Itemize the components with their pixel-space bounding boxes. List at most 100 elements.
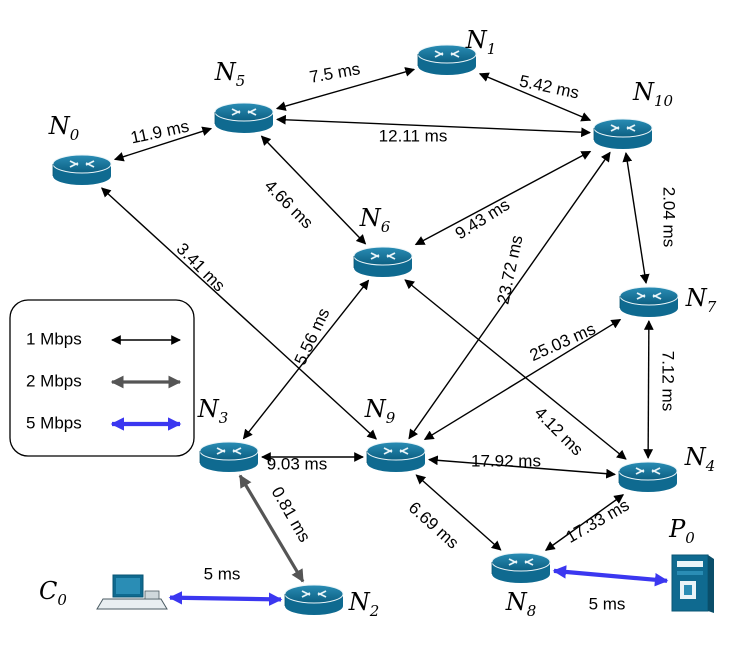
router-icon xyxy=(214,102,274,133)
legend-item-label: 1 Mbps xyxy=(26,329,82,348)
link-latency-label: 2.04 ms xyxy=(660,187,679,247)
link-N3-N9: 9.03 ms xyxy=(261,452,364,473)
link-latency-label: 17.33 ms xyxy=(562,495,632,546)
node-label-subscript: 5 xyxy=(236,72,246,90)
node-N7: N7 xyxy=(619,284,717,317)
link-latency-label: 11.9 ms xyxy=(129,117,191,148)
node-label: N4 xyxy=(684,443,716,475)
legend-item-label: 2 Mbps xyxy=(26,371,82,390)
node-label-subscript: 0 xyxy=(70,126,80,144)
link-line xyxy=(113,126,213,162)
node-label: N5 xyxy=(214,58,246,90)
link-line xyxy=(168,591,283,606)
link-line xyxy=(544,494,625,551)
link-latency-label: 9.43 ms xyxy=(452,195,513,243)
computer-icon xyxy=(96,574,168,610)
node-label-letter: P xyxy=(668,515,686,543)
node-label-letter: N xyxy=(48,112,71,140)
node-label-subscript: 3 xyxy=(219,409,229,427)
legend-item-5mbps: 5 Mbps xyxy=(26,413,182,432)
link-latency-label: 5 ms xyxy=(204,564,241,583)
link-N9-N8: 6.69 ms xyxy=(405,474,502,553)
node-N4: N4 xyxy=(618,443,716,492)
link-latency-label: 5 ms xyxy=(589,594,626,613)
link-latency-label: 7.5 ms xyxy=(308,59,362,87)
legend-item-1mbps: 1 Mbps xyxy=(26,329,181,348)
router-icon xyxy=(52,154,112,185)
link-latency-label: 3.41 ms xyxy=(173,239,229,295)
link-line xyxy=(238,474,305,583)
link-line xyxy=(415,474,502,551)
node-label-subscript: 7 xyxy=(707,298,717,316)
link-latency-label: 7.12 ms xyxy=(659,351,678,411)
node-label-letter: N xyxy=(505,588,528,616)
router-icon xyxy=(619,286,679,317)
link-line xyxy=(242,279,370,440)
router-icon xyxy=(199,441,259,472)
router-icon xyxy=(618,461,678,492)
legend-item-2mbps: 2 Mbps xyxy=(26,371,182,390)
link-N1-N10: 5.42 ms xyxy=(478,71,592,122)
link-line xyxy=(404,279,627,460)
node-label: N6 xyxy=(359,204,391,236)
link-N8-N4: 17.33 ms xyxy=(544,494,633,551)
link-line xyxy=(552,565,669,587)
link-line xyxy=(622,151,650,285)
link-line xyxy=(428,455,616,479)
link-N9-N7: 25.03 ms xyxy=(423,318,622,441)
node-label-subscript: 9 xyxy=(386,409,396,427)
router-icon xyxy=(417,44,477,75)
node-N2: N2 xyxy=(284,584,380,620)
link-N5-N6: 4.66 ms xyxy=(261,135,367,245)
node-N8: N8 xyxy=(491,552,551,620)
node-label-letter: C xyxy=(39,577,57,605)
link-N9-N10: 23.72 ms xyxy=(408,151,611,440)
node-label: N9 xyxy=(364,395,396,427)
node-label: N10 xyxy=(632,78,674,110)
link-N5-N10: 12.11 ms xyxy=(276,114,591,145)
node-label-letter: N xyxy=(465,26,488,54)
router-icon xyxy=(491,552,551,583)
node-label: N3 xyxy=(197,395,229,427)
legend-item-label: 5 Mbps xyxy=(26,413,82,432)
link-N9-N4: 17.92 ms xyxy=(428,451,616,479)
node-label: N8 xyxy=(505,588,537,620)
node-label: N7 xyxy=(685,284,717,316)
link-latency-label: 12.11 ms xyxy=(379,126,448,145)
node-label-subscript: 1 xyxy=(487,40,497,58)
node-label-subscript: 6 xyxy=(381,218,391,236)
link-N5-N1: 7.5 ms xyxy=(275,59,416,111)
link-C0-N2: 5 ms xyxy=(168,564,283,606)
node-N10: N10 xyxy=(593,78,674,149)
node-N1: N1 xyxy=(417,26,497,75)
node-label-subscript: 0 xyxy=(57,591,67,609)
router-icon xyxy=(593,118,653,149)
node-label-letter: N xyxy=(364,395,387,423)
link-latency-label: 5.56 ms xyxy=(291,305,334,368)
node-label-letter: N xyxy=(197,395,220,423)
link-latency-label: 5.42 ms xyxy=(518,71,581,102)
router-icon xyxy=(284,584,344,615)
link-N10-N7: 2.04 ms xyxy=(622,151,679,285)
link-N6-N10: 9.43 ms xyxy=(414,150,592,246)
legend: 1 Mbps 2 Mbps 5 Mbps xyxy=(9,299,195,457)
link-N6-N4: 4.12 ms xyxy=(404,279,627,460)
node-label: N1 xyxy=(465,26,497,58)
node-label-letter: N xyxy=(684,443,707,471)
node-label: N0 xyxy=(48,112,80,144)
node-label: P0 xyxy=(668,515,695,547)
server-icon xyxy=(671,554,714,613)
node-label-letter: N xyxy=(632,78,655,106)
node-N6: N6 xyxy=(353,204,413,277)
link-N7-N4: 7.12 ms xyxy=(643,320,678,459)
link-N0-N5: 11.9 ms xyxy=(113,117,213,162)
link-latency-label: 9.03 ms xyxy=(267,454,327,473)
node-label-subscript: 10 xyxy=(654,92,674,110)
node-C0: C0 xyxy=(39,574,168,610)
link-latency-label: 6.69 ms xyxy=(405,498,463,553)
node-label-subscript: 2 xyxy=(369,602,380,620)
node-label: N2 xyxy=(348,588,380,620)
node-label: C0 xyxy=(39,577,67,609)
